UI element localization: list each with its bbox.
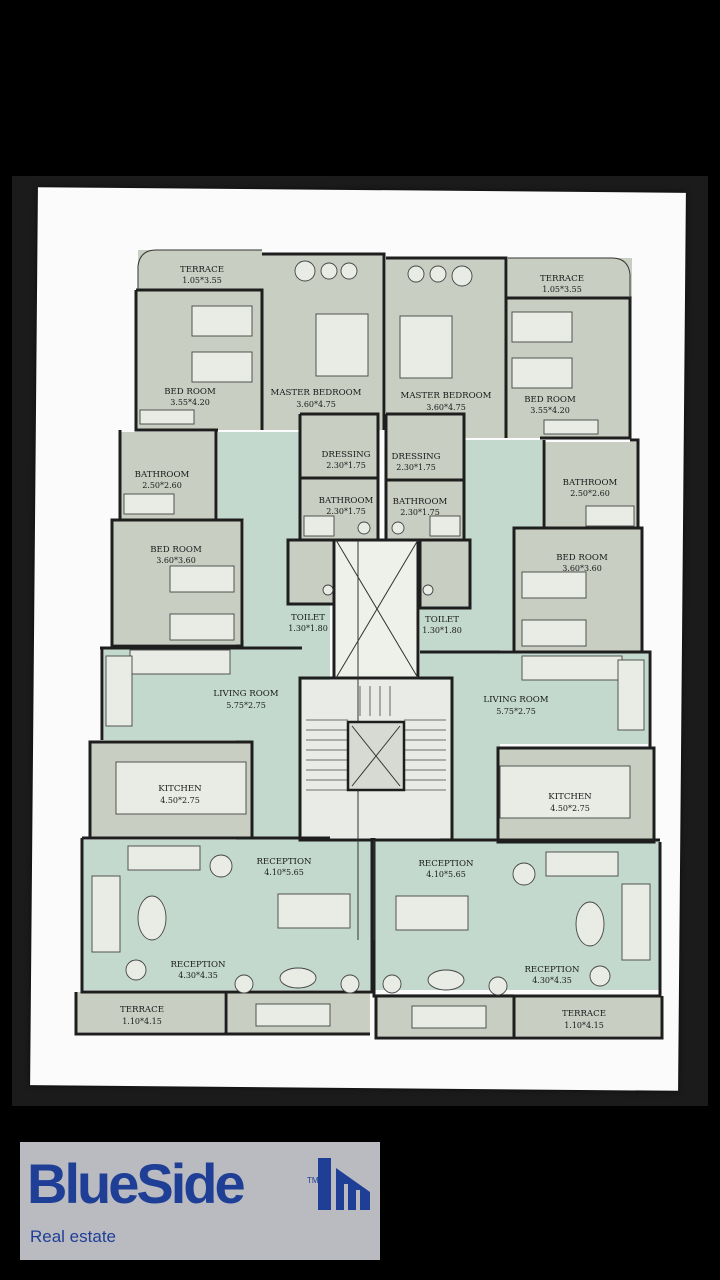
terrace-top-left-dims: 1.05*3.55: [182, 276, 222, 285]
bathroom-center-right-dims: 2.30*1.75: [400, 508, 440, 517]
dressing-right-dims: 2.30*1.75: [396, 463, 436, 472]
terrace-bottom-left-dims: 1.10*4.15: [122, 1017, 162, 1026]
dressing-left-dims: 2.30*1.75: [326, 461, 366, 470]
reception-left-name: RECEPTION: [170, 960, 226, 970]
kitchen-right-dims: 4.50*2.75: [550, 804, 590, 813]
bedroom-mid-left-name: BED ROOM: [150, 545, 202, 555]
logo-wordmark: BlueSide: [27, 1152, 246, 1215]
terrace-top-right-dims: 1.05*3.55: [542, 285, 582, 294]
master-bedroom-left-dims: 3.60*4.75: [296, 400, 336, 409]
terrace-bottom-right-dims: 1.10*4.15: [564, 1021, 604, 1030]
living-room-left-dims: 5.75*2.75: [226, 701, 266, 710]
stair-core: [306, 539, 446, 792]
living-room-right-name: LIVING ROOM: [483, 695, 548, 705]
bedroom-top-right-name: BED ROOM: [524, 395, 576, 405]
bathroom-center-right-name: BATHROOM: [393, 497, 448, 507]
reception-center-left-name: RECEPTION: [256, 857, 312, 867]
kitchen-left-name: KITCHEN: [158, 784, 202, 794]
bathroom-left-dims: 2.50*2.60: [142, 481, 182, 490]
bedroom-top-left-name: BED ROOM: [164, 387, 216, 397]
kitchen-left-dims: 4.50*2.75: [160, 796, 200, 805]
bathroom-center-left-name: BATHROOM: [319, 496, 374, 506]
toilet-left-dims: 1.30*1.80: [288, 624, 328, 633]
master-bedroom-left-name: MASTER BEDROOM: [271, 388, 362, 398]
dressing-left-name: DRESSING: [321, 450, 370, 460]
kitchen-right-name: KITCHEN: [548, 792, 592, 802]
bedroom-mid-right-dims: 3.60*3.60: [562, 564, 602, 573]
bedroom-top-left-dims: 3.55*4.20: [170, 398, 210, 407]
toilet-left-name: TOILET: [291, 613, 325, 623]
furniture: [91, 260, 651, 1029]
bathroom-center-left-dims: 2.30*1.75: [326, 507, 366, 516]
reception-center-left-dims: 4.10*5.65: [264, 868, 304, 877]
room-labels: TERRACE 1.05*3.55 BED ROOM 3.55*4.20 MAS…: [120, 265, 618, 1030]
master-bedroom-right-name: MASTER BEDROOM: [401, 391, 492, 401]
bedroom-top-right-dims: 3.55*4.20: [530, 406, 570, 415]
bathroom-left-name: BATHROOM: [135, 470, 190, 480]
terrace-bottom-left-name: TERRACE: [120, 1005, 164, 1015]
toilet-right-name: TOILET: [425, 615, 459, 625]
bedroom-mid-left-dims: 3.60*3.60: [156, 556, 196, 565]
reception-left-dims: 4.30*4.35: [178, 971, 218, 980]
terrace-top-left-name: TERRACE: [180, 265, 224, 275]
reception-right-dims: 4.30*4.35: [532, 976, 572, 985]
toilet-right-dims: 1.30*1.80: [422, 626, 462, 635]
bedroom-mid-right-name: BED ROOM: [556, 553, 608, 563]
walls: [74, 249, 664, 1040]
living-room-left-name: LIVING ROOM: [213, 689, 278, 699]
master-bedroom-right-dims: 3.60*4.75: [426, 403, 466, 412]
reception-center-right-name: RECEPTION: [418, 859, 474, 869]
reception-center-right-dims: 4.10*5.65: [426, 870, 466, 879]
dressing-right-name: DRESSING: [391, 452, 440, 462]
living-room-right-dims: 5.75*2.75: [496, 707, 536, 716]
reception-right-name: RECEPTION: [524, 965, 580, 975]
logo-bars-icon: [318, 1158, 370, 1210]
blueside-logo: BlueSide TM Real estate: [20, 1142, 380, 1260]
bathroom-right-dims: 2.50*2.60: [570, 489, 610, 498]
logo-tagline: Real estate: [30, 1227, 116, 1246]
terrace-top-right-name: TERRACE: [540, 274, 584, 284]
bathroom-right-name: BATHROOM: [563, 478, 618, 488]
terrace-bottom-right-name: TERRACE: [562, 1009, 606, 1019]
logo-trademark: TM: [307, 1176, 319, 1185]
